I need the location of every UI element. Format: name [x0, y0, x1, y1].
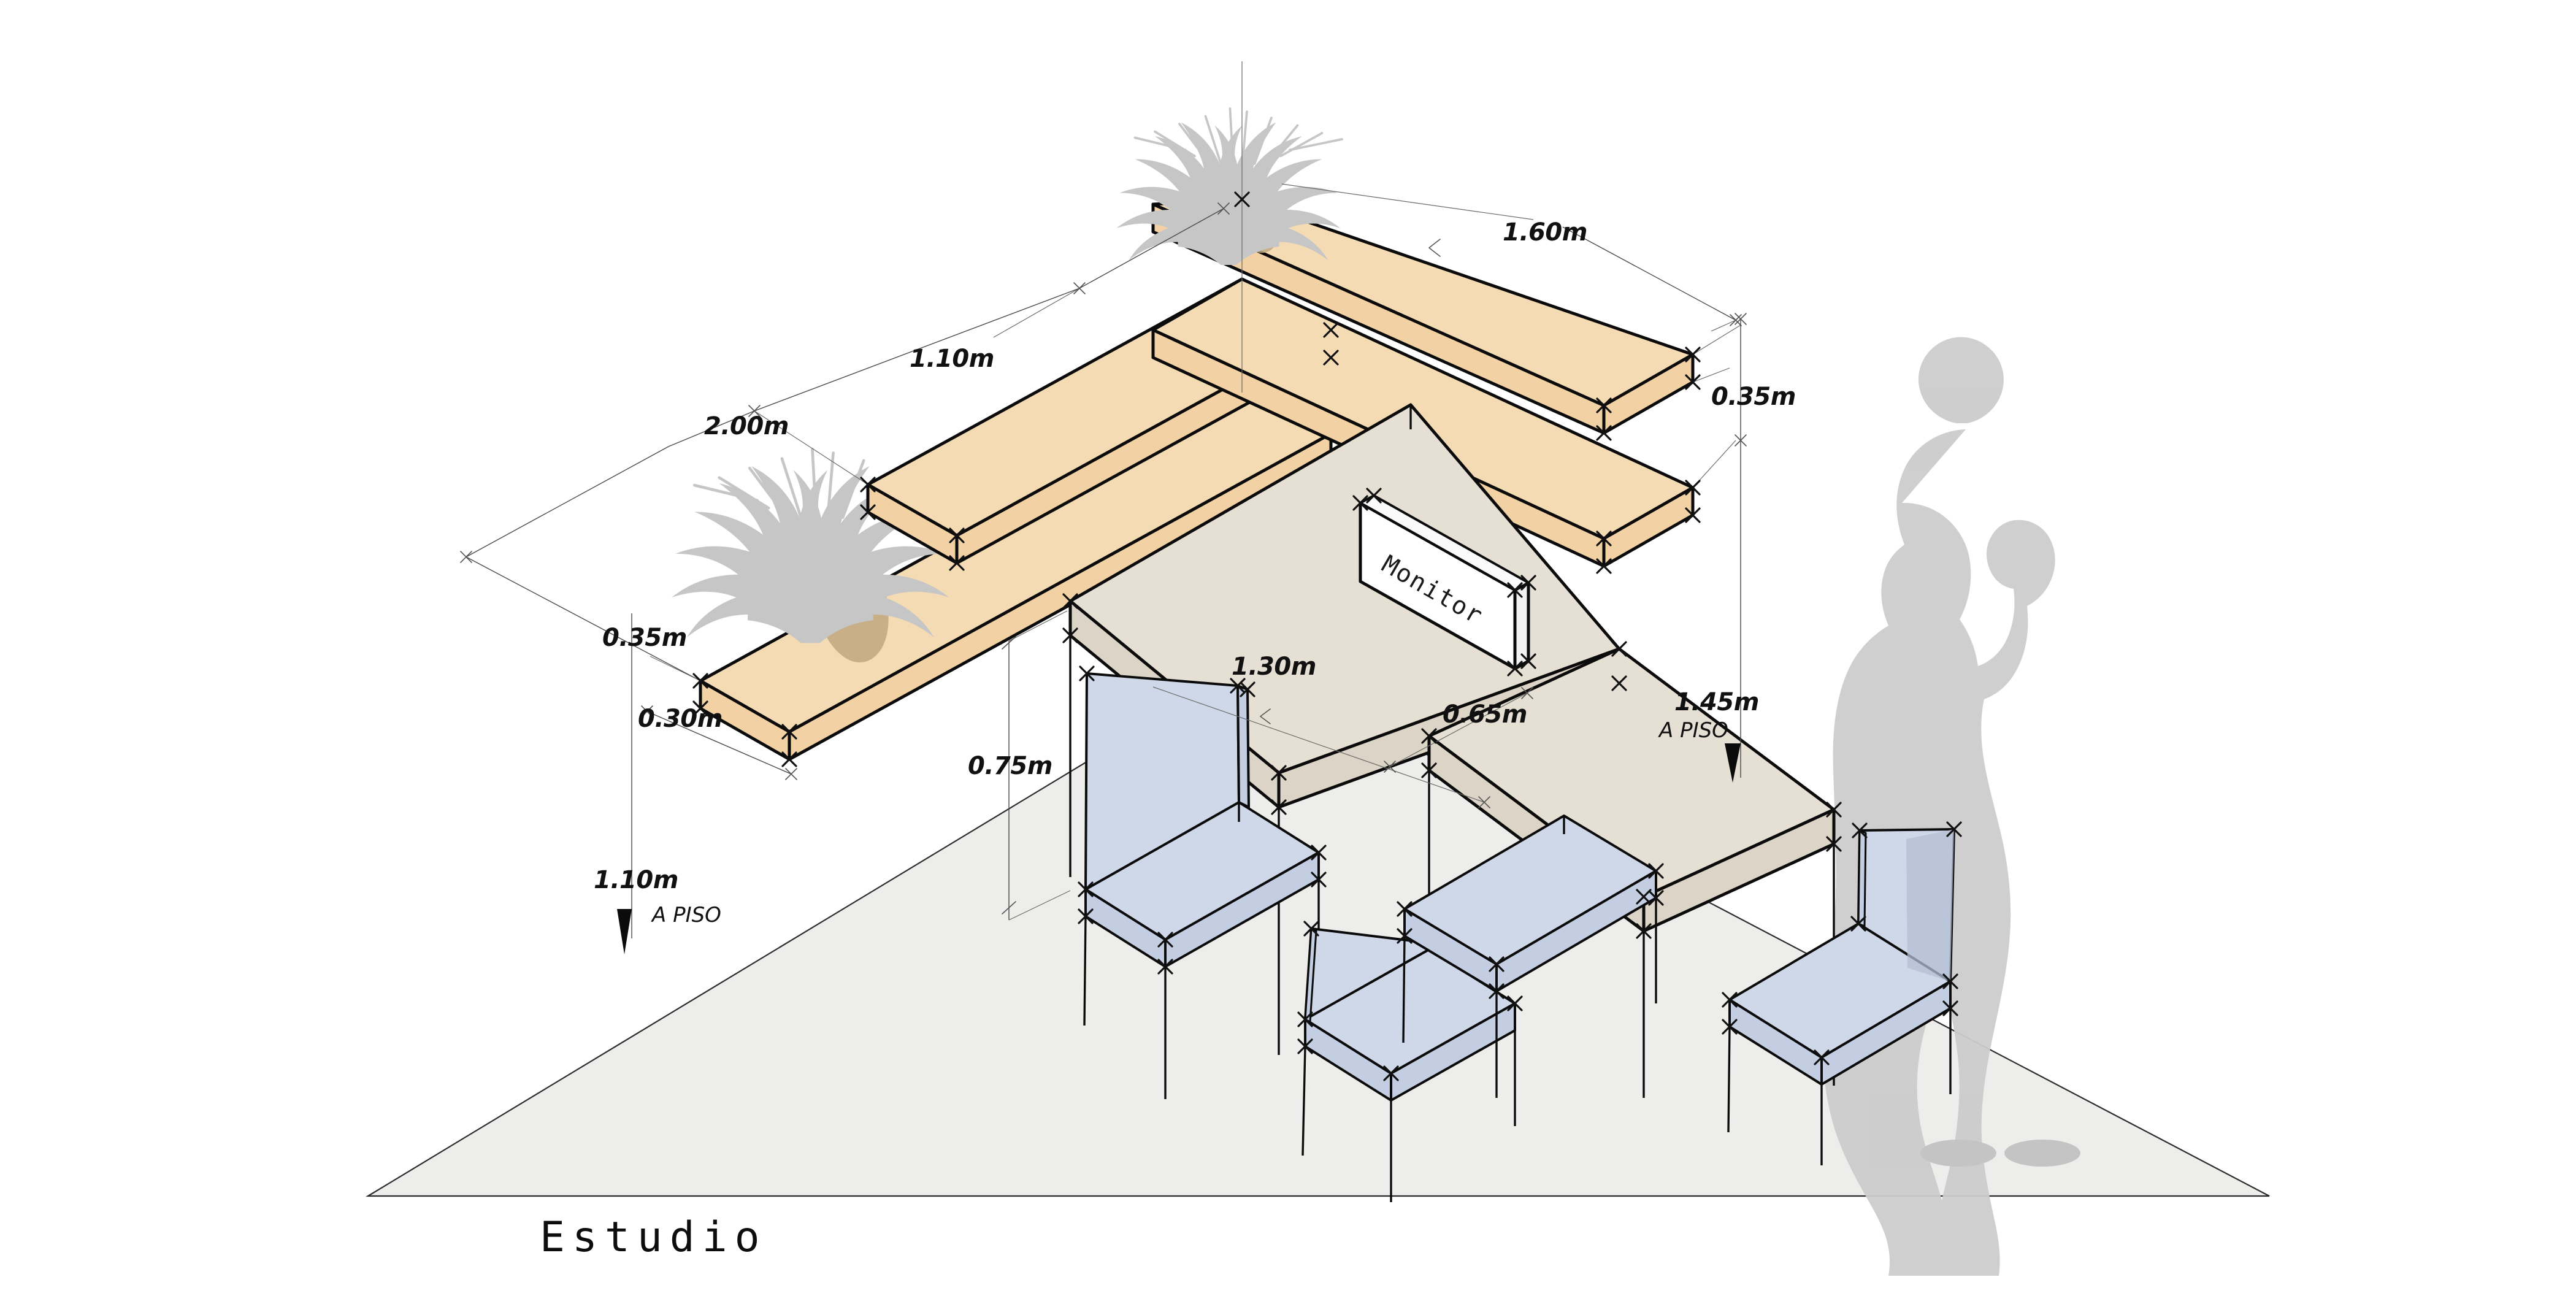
dim-height-floor-left: 1.10m	[594, 866, 678, 894]
dim-shelf-left-span: 1.10m	[910, 345, 994, 373]
dim-shelf-left-total: 2.00m	[704, 412, 789, 440]
dim-desk-height: 0.75m	[968, 752, 1052, 780]
shelf-top-right	[1151, 197, 1695, 435]
dim-height-floor-right: 1.45m	[1674, 688, 1759, 716]
dimension-network	[460, 183, 1962, 1081]
dim-desk-length: 1.30m	[1232, 653, 1316, 681]
dim-shelf-lower-thickness: 0.30m	[638, 705, 723, 733]
dim-shelf-lower-depth: 0.35m	[602, 624, 687, 652]
dim-desk-depth: 0.65m	[1443, 700, 1527, 729]
page-title: Estudio	[540, 1213, 767, 1262]
chair-front-left	[1301, 927, 1516, 1202]
dim-shelf-upper-length: 1.60m	[1503, 218, 1587, 247]
plant-left	[672, 449, 951, 662]
plant-top	[1115, 107, 1343, 266]
note-a-piso-right: A PISO	[1658, 718, 1728, 743]
chair-right	[1727, 828, 1955, 1165]
note-a-piso-left: A PISO	[651, 903, 721, 927]
dimension-labels: 1.60m 0.35m 1.10m 2.00m 0.35m 0.30m 0.75…	[594, 218, 1796, 927]
chair-left	[1083, 672, 1320, 1099]
dim-shelf-upper-thickness: 0.35m	[1711, 383, 1796, 411]
